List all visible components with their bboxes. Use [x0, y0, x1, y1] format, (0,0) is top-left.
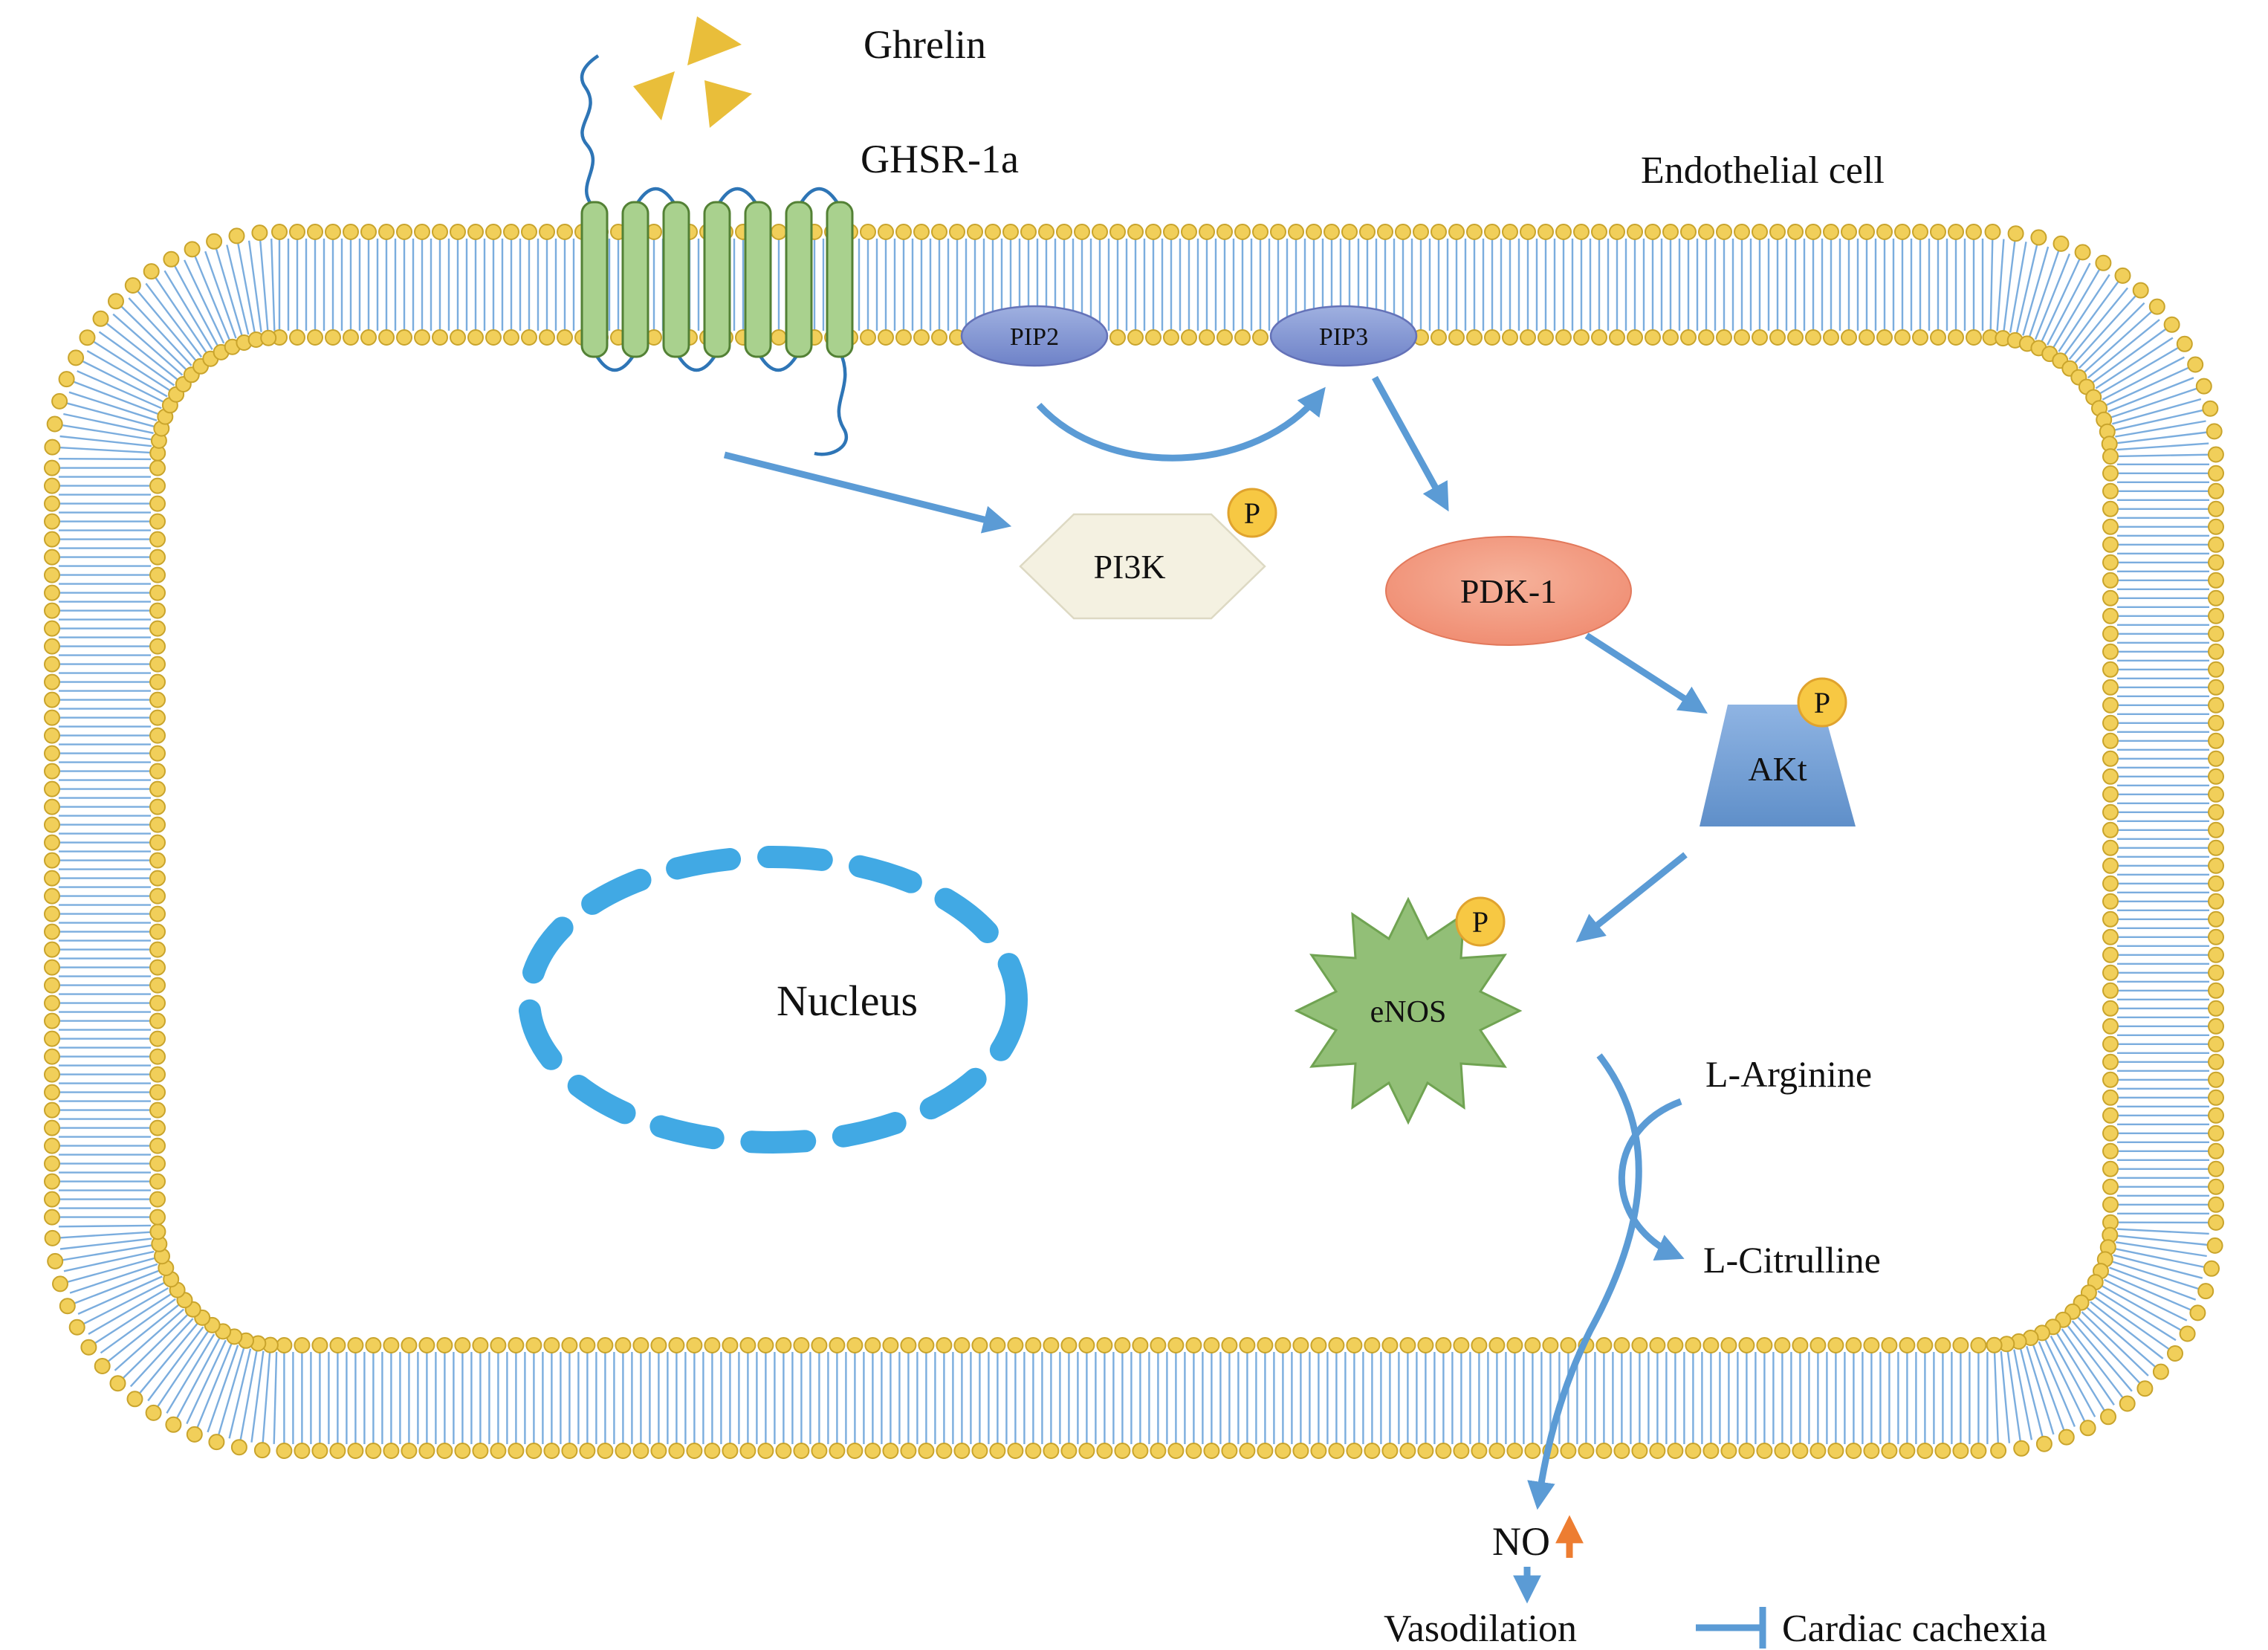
- enos-label: eNOS: [1370, 995, 1447, 1029]
- membrane-lipid-tails: [58, 238, 2210, 1444]
- receptor-extracellular-loop: [797, 187, 841, 208]
- akt-label: AKt: [1748, 750, 1807, 788]
- pdk1-node: PDK-1: [1385, 536, 1632, 646]
- akt-shape: [1700, 705, 1856, 826]
- phospho-label: P: [1472, 905, 1488, 939]
- nucleus-label: Nucleus: [777, 977, 918, 1025]
- arrow-pdk1-to-akt: [1584, 632, 1708, 714]
- pip2-shape: [960, 305, 1109, 367]
- phospho-badge: [1455, 896, 1506, 947]
- nucleus: Nucleus: [518, 846, 1028, 1154]
- pip2-label: PIP2: [1010, 323, 1059, 351]
- receptor-intracellular-loop: [675, 351, 719, 372]
- pip3-node: PIP3: [1269, 305, 1418, 367]
- ghsr1a-receptor: [580, 54, 854, 456]
- l-citrulline-label: L-Citrulline: [1703, 1239, 1881, 1281]
- arrow-akt-to-enos: [1575, 852, 1688, 942]
- pdk1-label: PDK-1: [1460, 572, 1557, 610]
- pi3k-node: PI3K P: [1019, 488, 1277, 620]
- phospho-badge: [1227, 488, 1277, 538]
- vasodilation-label: Vasodilation: [1384, 1608, 1577, 1650]
- receptor-helix: [703, 201, 731, 358]
- l-arginine-label: L-Arginine: [1705, 1053, 1872, 1095]
- membrane-lipid-heads: [44, 224, 2224, 1459]
- phospho-label: P: [1814, 686, 1830, 719]
- arrow-receptor-to-pi3k: [723, 451, 1012, 534]
- receptor-extracellular-loop: [634, 187, 678, 208]
- ghrelin-triangle: [704, 80, 752, 128]
- arrow-pip3-to-pdk1: [1372, 375, 1449, 512]
- akt-node: AKt P: [1700, 677, 1856, 826]
- pip3-label: PIP3: [1319, 323, 1368, 351]
- receptor-helix: [744, 201, 772, 358]
- cell-membrane: [44, 224, 2224, 1459]
- cardiac-cachexia-label: Cardiac cachexia: [1782, 1608, 2047, 1650]
- pi3k-label: PI3K: [1093, 548, 1165, 586]
- receptor-helix: [580, 201, 609, 358]
- receptor-n-terminus: [580, 54, 600, 210]
- receptor-helix: [662, 201, 690, 358]
- pi3k-shape: [1019, 513, 1266, 620]
- receptor-helix: [785, 201, 813, 358]
- ghrelin-ligand: [633, 16, 752, 128]
- phospho-label: P: [1244, 496, 1260, 530]
- receptor-label: GHSR-1a: [861, 137, 1019, 181]
- pip3-shape: [1269, 305, 1418, 367]
- receptor-helix: [826, 201, 854, 358]
- nucleus-envelope: [518, 846, 1028, 1154]
- enos-node: eNOS P: [1294, 896, 1523, 1125]
- receptor-intracellular-loop: [756, 351, 800, 372]
- no-label: NO: [1492, 1519, 1550, 1564]
- pdk1-shape: [1385, 536, 1632, 646]
- receptor-c-terminus: [814, 350, 849, 456]
- ghrelin-triangle: [633, 71, 675, 120]
- endothelial-cell-label: Endothelial cell: [1641, 149, 1885, 192]
- ghrelin-triangle: [687, 16, 742, 65]
- receptor-helix: [621, 201, 649, 358]
- receptor-extracellular-loop: [716, 187, 759, 208]
- arrow-arginine-to-citrulline: [1618, 1098, 1685, 1261]
- ghrelin-label: Ghrelin: [864, 22, 986, 67]
- phospho-badge: [1797, 677, 1847, 728]
- arrow-pip2-to-pip3: [1036, 386, 1326, 462]
- arrow-enos-to-no: [1527, 1053, 1642, 1510]
- inhibition-connector: [1696, 1607, 1766, 1649]
- receptor-intracellular-loop: [593, 351, 637, 372]
- pip2-node: PIP2: [960, 305, 1109, 367]
